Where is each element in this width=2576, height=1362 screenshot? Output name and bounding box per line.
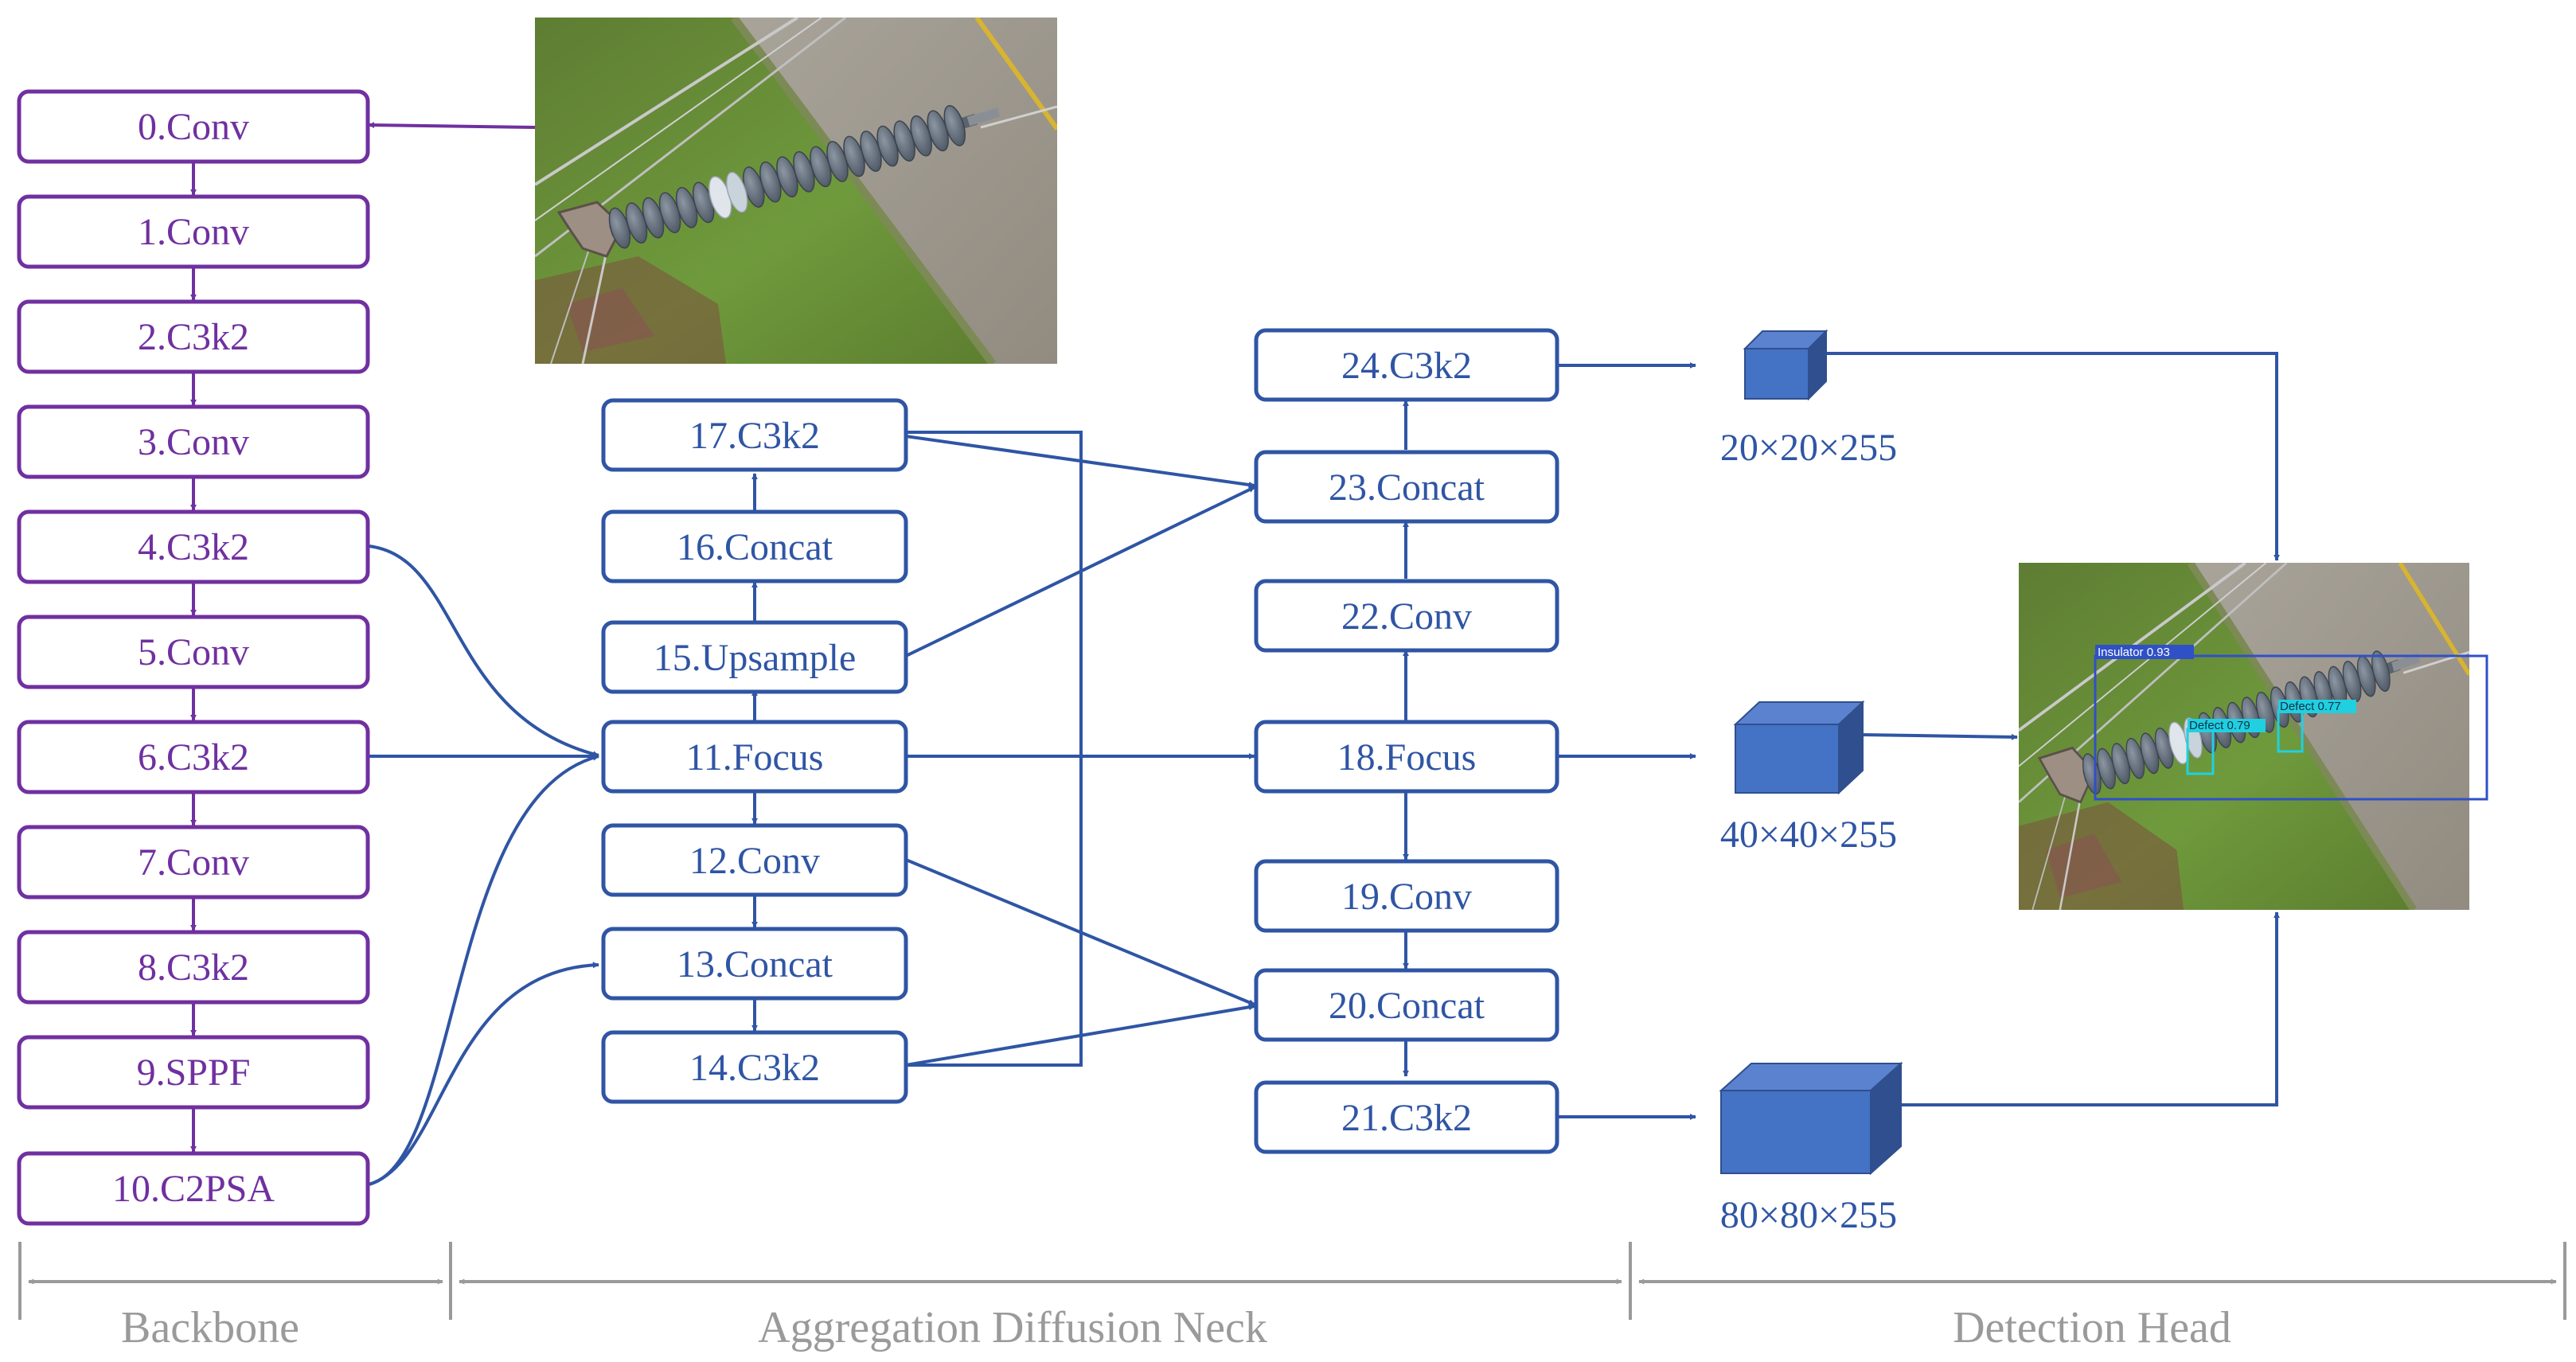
svg-text:18.Focus: 18.Focus xyxy=(1337,736,1477,779)
svg-text:14.C3k2: 14.C3k2 xyxy=(689,1047,820,1089)
layer-6-c3k2: 6.C3k2 xyxy=(17,720,370,794)
layer-17-c3k2: 17.C3k2 xyxy=(601,398,908,472)
layer-18-focus: 18.Focus xyxy=(1254,720,1559,794)
layer-12-conv: 12.Conv xyxy=(601,823,908,897)
defect-label-1: Defect 0.79 xyxy=(2189,719,2250,732)
neck-column-2: 24.C3k2 23.Concat 22.Conv 18.Focus 19.Co… xyxy=(1254,328,1559,1154)
feature-cube-medium xyxy=(1733,700,1865,795)
backbone-arrows xyxy=(190,122,536,1153)
layer-8-c3k2: 8.C3k2 xyxy=(17,930,370,1005)
insulator-label-bg xyxy=(2095,645,2194,659)
svg-text:2.C3k2: 2.C3k2 xyxy=(138,316,249,358)
layer-16-concat: 16.Concat xyxy=(601,509,908,583)
layer-7-conv: 7.Conv xyxy=(17,825,370,900)
svg-text:22.Conv: 22.Conv xyxy=(1341,595,1472,638)
layer-24-c3k2: 24.C3k2 xyxy=(1254,328,1559,402)
layer-15-upsample: 15.Upsample xyxy=(601,620,908,694)
insulator-label: Insulator 0.93 xyxy=(2098,646,2170,659)
svg-text:80×80×255: 80×80×255 xyxy=(1720,1194,1897,1236)
section-label-backbone: Backbone xyxy=(121,1303,299,1352)
input-image xyxy=(535,18,1057,364)
layer-0-conv: 0.Conv xyxy=(17,89,370,164)
layer-9-sppf: 9.SPPF xyxy=(17,1035,370,1110)
output-80x80: 80×80×255 xyxy=(1719,1061,1903,1236)
layer-19-conv: 19.Conv xyxy=(1254,859,1559,933)
svg-text:23.Concat: 23.Concat xyxy=(1329,466,1485,509)
layer-20-concat: 20.Concat xyxy=(1254,968,1559,1042)
backbone-column: 0.Conv 1.Conv 2.C3k2 3.Conv 4.C3k2 5.Con… xyxy=(17,89,370,1226)
svg-text:24.C3k2: 24.C3k2 xyxy=(1341,345,1472,387)
defect-label-bg-2 xyxy=(2278,700,2356,713)
svg-text:21.C3k2: 21.C3k2 xyxy=(1341,1097,1472,1139)
svg-text:40×40×255: 40×40×255 xyxy=(1720,814,1897,856)
svg-text:7.Conv: 7.Conv xyxy=(138,841,249,884)
layer-1-conv: 1.Conv xyxy=(17,194,370,269)
layer-11-focus: 11.Focus xyxy=(601,720,908,794)
svg-text:8.C3k2: 8.C3k2 xyxy=(138,946,249,989)
layer-5-conv: 5.Conv xyxy=(17,615,370,689)
layer-3-conv: 3.Conv xyxy=(17,404,370,479)
svg-text:16.Concat: 16.Concat xyxy=(677,526,833,568)
svg-text:15.Upsample: 15.Upsample xyxy=(654,637,857,679)
feature-cube-large xyxy=(1719,1061,1903,1176)
defect-label-2: Defect 0.77 xyxy=(2280,700,2341,713)
layer-14-c3k2: 14.C3k2 xyxy=(601,1030,908,1104)
detection-result-image: Insulator 0.93 Defect 0.79 Defect 0.77 xyxy=(2019,563,2488,910)
svg-text:12.Conv: 12.Conv xyxy=(689,840,820,882)
insulator-bbox xyxy=(2094,654,2488,801)
svg-text:20.Concat: 20.Concat xyxy=(1329,985,1485,1027)
svg-text:19.Conv: 19.Conv xyxy=(1341,876,1472,918)
defect-label-bg-1 xyxy=(2188,719,2266,732)
layer-13-concat: 13.Concat xyxy=(601,927,908,1001)
feature-cube-small xyxy=(1743,329,1829,401)
layer-22-conv: 22.Conv xyxy=(1254,579,1559,653)
layer-4-c3k2: 4.C3k2 xyxy=(17,509,370,584)
layer-21-c3k2: 21.C3k2 xyxy=(1254,1080,1559,1154)
svg-text:13.Concat: 13.Concat xyxy=(677,943,833,985)
layer-23-concat: 23.Concat xyxy=(1254,450,1559,524)
svg-text:10.C2PSA: 10.C2PSA xyxy=(112,1168,275,1210)
section-label-neck: Aggregation Diffusion Neck xyxy=(758,1303,1267,1352)
neck-column-1: 17.C3k2 16.Concat 15.Upsample 11.Focus 1… xyxy=(601,398,908,1104)
layer-2-c3k2: 2.C3k2 xyxy=(17,299,370,374)
section-label-head: Detection Head xyxy=(1953,1303,2231,1352)
svg-text:0.Conv: 0.Conv xyxy=(138,106,249,148)
svg-text:4.C3k2: 4.C3k2 xyxy=(138,526,249,568)
layer-10-c2psa: 10.C2PSA xyxy=(17,1151,370,1226)
svg-text:17.C3k2: 17.C3k2 xyxy=(689,415,820,457)
svg-text:20×20×255: 20×20×255 xyxy=(1720,427,1897,469)
svg-text:6.C3k2: 6.C3k2 xyxy=(138,736,249,779)
svg-text:3.Conv: 3.Conv xyxy=(138,421,249,463)
output-40x40: 40×40×255 xyxy=(1720,700,1897,856)
svg-text:1.Conv: 1.Conv xyxy=(138,211,249,253)
svg-text:9.SPPF: 9.SPPF xyxy=(137,1052,251,1094)
svg-text:11.Focus: 11.Focus xyxy=(686,736,824,779)
svg-text:5.Conv: 5.Conv xyxy=(138,631,249,673)
neck-arrows xyxy=(368,352,2280,1186)
output-20x20: 20×20×255 xyxy=(1720,329,1897,469)
section-dividers xyxy=(18,1242,2566,1320)
